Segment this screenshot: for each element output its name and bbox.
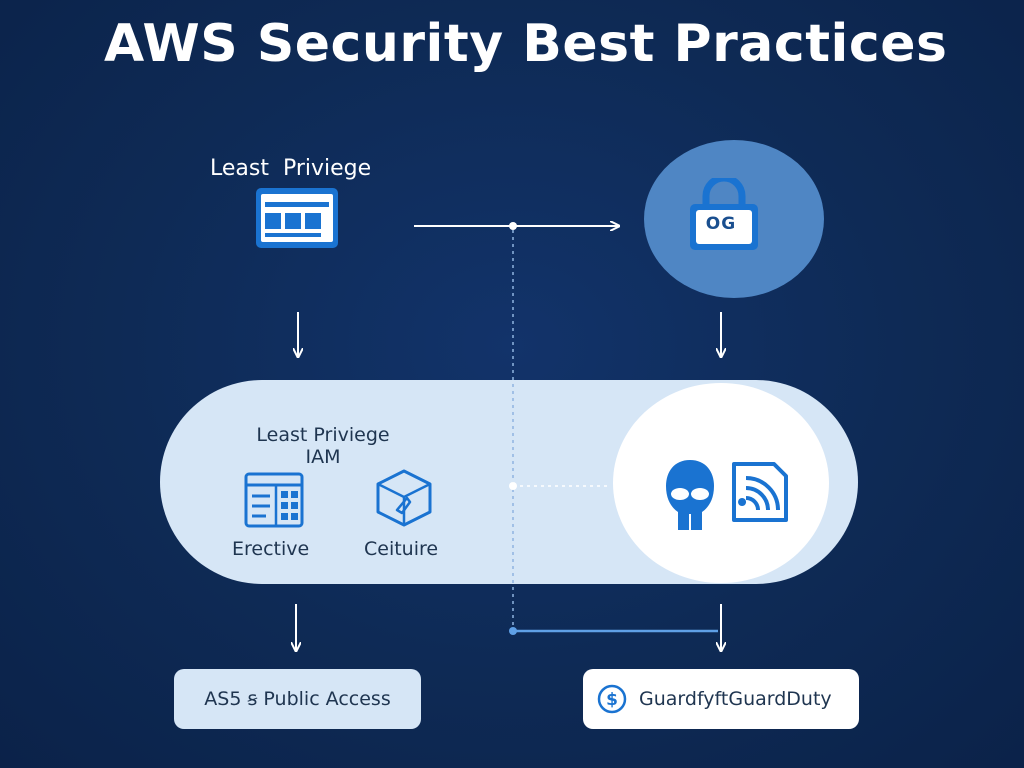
dollar-icon: $ (597, 684, 627, 714)
table-grid-icon (244, 472, 304, 528)
svg-text:$: $ (606, 690, 618, 710)
window-table-icon (256, 188, 338, 248)
junction-dot-top (509, 222, 517, 230)
page-title: AWS Security Best Practices (104, 14, 948, 74)
panel-item-left-label: Erective (232, 538, 310, 560)
junction-dot-bottom (509, 627, 517, 635)
public-access-label: AS5 ꞩ Public Access (204, 688, 391, 710)
guardduty-box: $ GuardfyftGuardDuty (583, 669, 859, 729)
lock-icon (690, 178, 758, 250)
guardduty-label: GuardfyftGuardDuty (639, 688, 832, 710)
panel-highlight-circle (613, 383, 829, 583)
public-access-box: AS5 ꞩ Public Access (174, 669, 421, 729)
box-cube-icon (376, 469, 432, 527)
least-privilege-label: Least Priviege (210, 156, 372, 181)
lock-icon-text: OG (705, 214, 737, 234)
user-signal-icon (666, 460, 788, 530)
panel-item-right-label: Ceituire (364, 538, 439, 560)
panel-title: Least Priviege IAM (256, 424, 390, 468)
